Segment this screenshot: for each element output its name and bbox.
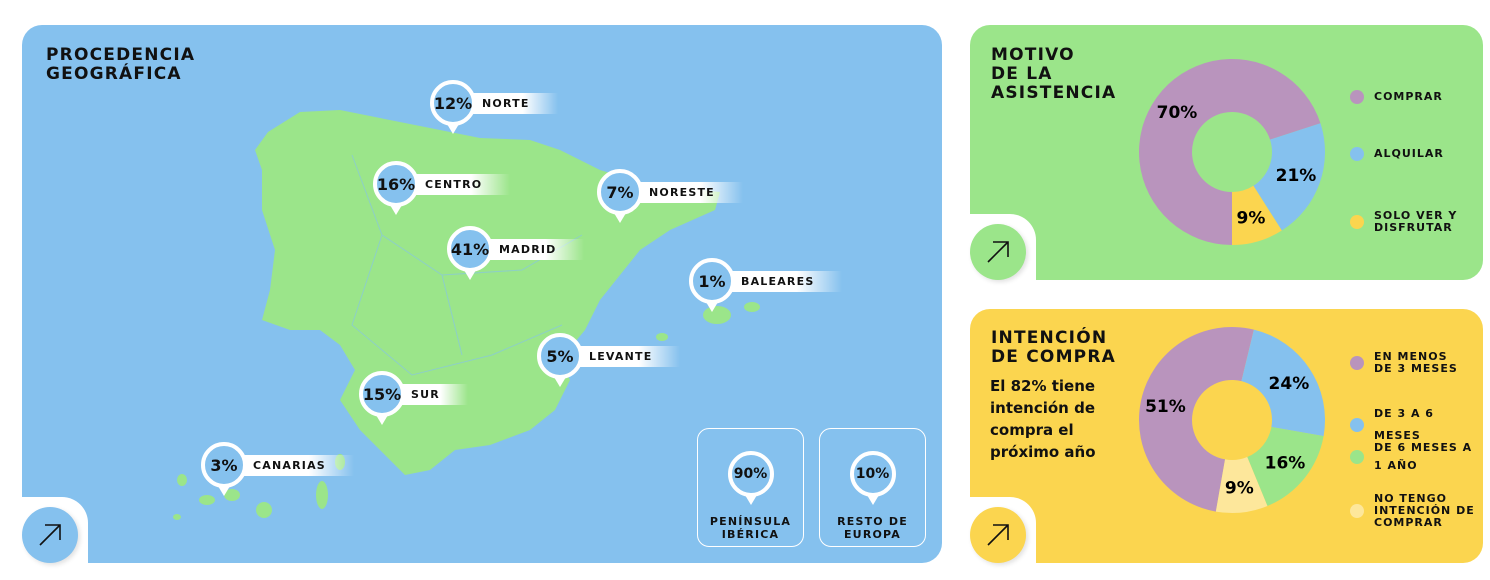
donut-label: 9% bbox=[1225, 479, 1254, 499]
motivo-title: MOTIVO DE LA ASISTENCIA bbox=[991, 46, 1116, 103]
donut-label: 16% bbox=[1265, 454, 1306, 474]
legend-item: DE 3 A 6 MESES bbox=[1350, 403, 1440, 447]
legend-label: ALQUILAR bbox=[1374, 147, 1444, 160]
region-label: NORTE bbox=[470, 92, 558, 114]
donut-label: 21% bbox=[1276, 166, 1317, 186]
region-pin-sur: 15%SUR bbox=[359, 371, 468, 425]
title-line: GEOGRÁFICA bbox=[46, 64, 182, 84]
subtitle-line: compra el bbox=[990, 421, 1074, 439]
intencion-title: INTENCIÓN DE COMPRA bbox=[991, 329, 1116, 367]
title-line: MOTIVO bbox=[991, 45, 1075, 65]
region-pin-levante: 5%LEVANTE bbox=[537, 333, 681, 387]
summary-label: EUROPA bbox=[843, 528, 902, 541]
legend-dot bbox=[1350, 215, 1364, 229]
donut-slice bbox=[1215, 456, 1268, 513]
region-label: MADRID bbox=[487, 238, 585, 260]
legend-label: EN MENOS DE 3 MESES bbox=[1374, 350, 1458, 375]
summary-label: PENÍNSULA bbox=[709, 515, 792, 528]
summary-label: IBÉRICA bbox=[721, 528, 780, 541]
motivo-panel: MOTIVO DE LA ASISTENCIA 70% 21% 9% COMPRAR… bbox=[970, 25, 1483, 280]
title-line: DE LA bbox=[991, 64, 1053, 84]
region-label: LEVANTE bbox=[577, 345, 681, 367]
legend-item: ALQUILAR bbox=[1350, 147, 1490, 161]
region-pin-norte: 12%NORTE bbox=[430, 80, 558, 134]
region-pct: 41% bbox=[447, 226, 493, 280]
summary-pct: 10% bbox=[849, 451, 896, 505]
title-line: ASISTENCIA bbox=[991, 83, 1117, 103]
donut-label: 9% bbox=[1237, 208, 1266, 228]
region-pct: 3% bbox=[201, 442, 247, 496]
donut-slice bbox=[1139, 58, 1321, 245]
region-pin-centro: 16%CENTRO bbox=[373, 161, 511, 215]
region-pin-noreste: 7%NORESTE bbox=[597, 169, 743, 223]
arrow-up-right-icon bbox=[987, 241, 1009, 263]
donut-label: 51% bbox=[1145, 397, 1186, 417]
subtitle-line: próximo año bbox=[990, 443, 1096, 461]
region-label: SUR bbox=[399, 383, 468, 405]
donut-slice bbox=[1232, 185, 1282, 245]
map-title: PROCEDENCIA GEOGRÁFICA bbox=[46, 46, 195, 84]
region-pin-canarias: 3%CANARIAS bbox=[201, 442, 354, 496]
legend-label: NO TENGO INTENCIÓN DE COMPRAR bbox=[1374, 492, 1475, 529]
region-pct: 16% bbox=[373, 161, 419, 215]
region-pct: 7% bbox=[597, 169, 643, 223]
legend-dot bbox=[1350, 418, 1364, 432]
legend-item: COMPRAR bbox=[1350, 90, 1490, 104]
legend-item: DE 6 MESES A 1 AÑO bbox=[1350, 439, 1480, 475]
legend-dot bbox=[1350, 147, 1364, 161]
summary-pct: 90% bbox=[727, 451, 774, 505]
subtitle-line: intención de bbox=[990, 399, 1095, 417]
region-pct: 5% bbox=[537, 333, 583, 387]
expand-motivo-button[interactable] bbox=[970, 224, 1026, 280]
region-label: CANARIAS bbox=[241, 454, 354, 476]
subtitle-line: El 82% tiene bbox=[990, 377, 1096, 395]
intencion-donut: 51% 24% 16% 9% bbox=[1139, 327, 1325, 513]
legend-label: COMPRAR bbox=[1374, 90, 1443, 103]
region-label: CENTRO bbox=[413, 173, 511, 195]
expand-map-button[interactable] bbox=[22, 507, 78, 563]
legend-dot bbox=[1350, 504, 1364, 518]
legend-label: DE 6 MESES A 1 AÑO bbox=[1374, 441, 1473, 472]
legend-label: DE 3 A 6 MESES bbox=[1374, 407, 1434, 442]
legend-dot bbox=[1350, 356, 1364, 370]
motivo-donut: 70% 21% 9% bbox=[1139, 58, 1325, 245]
donut-label: 24% bbox=[1269, 374, 1310, 394]
legend-dot bbox=[1350, 90, 1364, 104]
region-pct: 12% bbox=[430, 80, 476, 134]
intencion-subtitle: El 82% tiene intención de compra el próx… bbox=[990, 375, 1096, 463]
title-line: DE COMPRA bbox=[991, 347, 1116, 367]
title-line: INTENCIÓN bbox=[991, 328, 1108, 348]
donut-slice bbox=[1241, 329, 1325, 437]
title-line: PROCEDENCIA bbox=[46, 45, 196, 65]
legend-dot bbox=[1350, 450, 1364, 464]
legend-item: EN MENOS DE 3 MESES bbox=[1350, 351, 1460, 375]
legend-item: SOLO VER Y DISFRUTAR bbox=[1350, 210, 1470, 234]
arrow-up-right-icon bbox=[39, 524, 61, 546]
summary-label: RESTO DE bbox=[837, 515, 908, 528]
region-pct: 15% bbox=[359, 371, 405, 425]
donut-slice bbox=[1139, 327, 1254, 512]
expand-intencion-button[interactable] bbox=[970, 507, 1026, 563]
region-label: BALEARES bbox=[729, 270, 843, 292]
arrow-up-right-icon bbox=[987, 524, 1009, 546]
legend-label: SOLO VER Y DISFRUTAR bbox=[1374, 209, 1458, 234]
donut-slice bbox=[1253, 123, 1325, 231]
region-label: NORESTE bbox=[637, 181, 743, 203]
intencion-panel: INTENCIÓN DE COMPRA El 82% tiene intenci… bbox=[970, 309, 1483, 563]
region-pin-baleares: 1%BALEARES bbox=[689, 258, 843, 312]
region-pct: 1% bbox=[689, 258, 735, 312]
legend-item: NO TENGO INTENCIÓN DE COMPRAR bbox=[1350, 493, 1475, 529]
donut-slice bbox=[1247, 426, 1324, 506]
donut-label: 70% bbox=[1157, 103, 1198, 123]
region-pin-madrid: 41%MADRID bbox=[447, 226, 585, 280]
